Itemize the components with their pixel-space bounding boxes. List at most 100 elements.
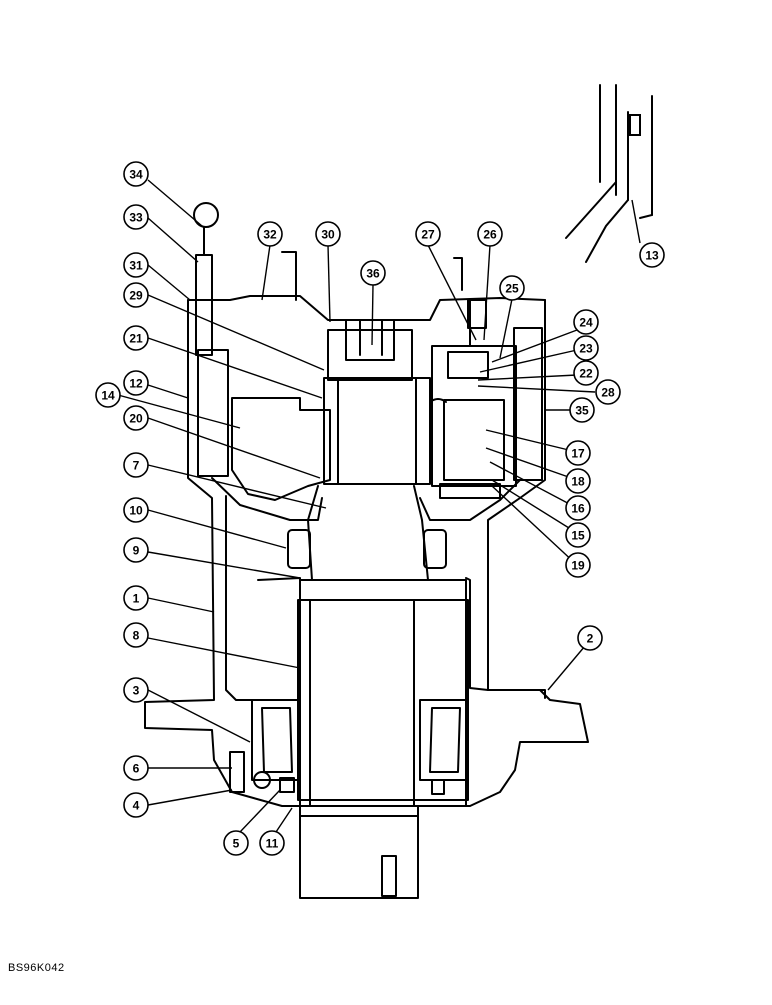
- callout-number: 35: [575, 404, 589, 418]
- callout-number: 12: [129, 377, 143, 391]
- callout-22: 22: [573, 360, 599, 386]
- callout-8: 8: [123, 622, 149, 648]
- callout-18: 18: [565, 468, 591, 494]
- callout-number: 22: [579, 367, 593, 381]
- callout-30: 30: [315, 221, 341, 247]
- callout-bubble: [123, 585, 149, 611]
- callout-bubble: [95, 382, 121, 408]
- callout-bubble: [123, 370, 149, 396]
- callout-25: 25: [499, 275, 525, 301]
- callout-number: 26: [483, 228, 497, 242]
- callout-bubble: [123, 497, 149, 523]
- callout-32: 32: [257, 221, 283, 247]
- callout-bubble: [123, 252, 149, 278]
- callout-29: 29: [123, 282, 149, 308]
- callout-bubble: [577, 625, 603, 651]
- callout-number: 29: [129, 289, 143, 303]
- callout-bubble: [565, 440, 591, 466]
- callout-bubble: [257, 221, 283, 247]
- callout-15: 15: [565, 522, 591, 548]
- callout-26: 26: [477, 221, 503, 247]
- callout-17: 17: [565, 440, 591, 466]
- callout-bubble: [477, 221, 503, 247]
- callout-28: 28: [595, 379, 621, 405]
- callout-number: 7: [133, 459, 140, 473]
- callout-number: 21: [129, 332, 143, 346]
- callout-35: 35: [569, 397, 595, 423]
- callout-number: 18: [571, 475, 585, 489]
- callout-bubble: [639, 242, 665, 268]
- callout-bubble: [360, 260, 386, 286]
- callout-number: 6: [133, 762, 140, 776]
- callout-23: 23: [573, 335, 599, 361]
- callout-3: 3: [123, 677, 149, 703]
- callout-number: 34: [129, 168, 143, 182]
- callout-5: 5: [223, 830, 249, 856]
- callout-bubble: [415, 221, 441, 247]
- callout-number: 27: [421, 228, 435, 242]
- callout-bubble: [123, 622, 149, 648]
- housing-outline: [144, 202, 589, 899]
- callout-bubble: [123, 677, 149, 703]
- callout-31: 31: [123, 252, 149, 278]
- callout-34: 34: [123, 161, 149, 187]
- callout-number: 14: [101, 389, 115, 403]
- callout-number: 4: [133, 799, 140, 813]
- callout-12: 12: [123, 370, 149, 396]
- callout-bubble: [123, 405, 149, 431]
- callout-number: 5: [233, 837, 240, 851]
- callout-14: 14: [95, 382, 121, 408]
- callout-21: 21: [123, 325, 149, 351]
- callout-bubble: [565, 552, 591, 578]
- callout-bubble: [123, 452, 149, 478]
- callout-bubble: [595, 379, 621, 405]
- callout-bubble: [573, 335, 599, 361]
- callout-33: 33: [123, 204, 149, 230]
- callout-number: 16: [571, 502, 585, 516]
- callout-11: 11: [259, 830, 285, 856]
- callout-bubble: [123, 755, 149, 781]
- callout-13: 13: [639, 242, 665, 268]
- callout-bubble: [565, 522, 591, 548]
- callout-number: 24: [579, 316, 593, 330]
- callout-bubble: [565, 495, 591, 521]
- callout-bubble: [123, 161, 149, 187]
- callout-number: 2: [587, 632, 594, 646]
- callout-number: 1: [133, 592, 140, 606]
- callout-bubble: [259, 830, 285, 856]
- callout-bubble: [315, 221, 341, 247]
- callout-bubble: [565, 468, 591, 494]
- callout-number: 32: [263, 228, 277, 242]
- callout-bubble: [569, 397, 595, 423]
- callout-bubble: [123, 282, 149, 308]
- callout-2: 2: [577, 625, 603, 651]
- callout-bubble: [573, 309, 599, 335]
- callout-number: 10: [129, 504, 143, 518]
- callout-number: 15: [571, 529, 585, 543]
- callout-24: 24: [573, 309, 599, 335]
- callout-1: 1: [123, 585, 149, 611]
- callout-27: 27: [415, 221, 441, 247]
- callout-19: 19: [565, 552, 591, 578]
- callout-number: 36: [366, 267, 380, 281]
- callout-number: 19: [571, 559, 585, 573]
- leader-lines: [117, 179, 641, 833]
- callout-bubble: [573, 360, 599, 386]
- callout-number: 31: [129, 259, 143, 273]
- callout-36: 36: [360, 260, 386, 286]
- callout-number: 25: [505, 282, 519, 296]
- callout-bubble: [123, 204, 149, 230]
- callout-number: 33: [129, 211, 143, 225]
- callout-20: 20: [123, 405, 149, 431]
- callout-4: 4: [123, 792, 149, 818]
- callout-bubble: [499, 275, 525, 301]
- callout-number: 11: [266, 837, 279, 851]
- callout-bubble: [123, 537, 149, 563]
- callout-bubble: [123, 792, 149, 818]
- callout-number: 13: [645, 249, 659, 263]
- callout-bubble: [223, 830, 249, 856]
- callouts: 1234567891011121314151617181920212223242…: [95, 161, 665, 856]
- callout-number: 17: [571, 447, 585, 461]
